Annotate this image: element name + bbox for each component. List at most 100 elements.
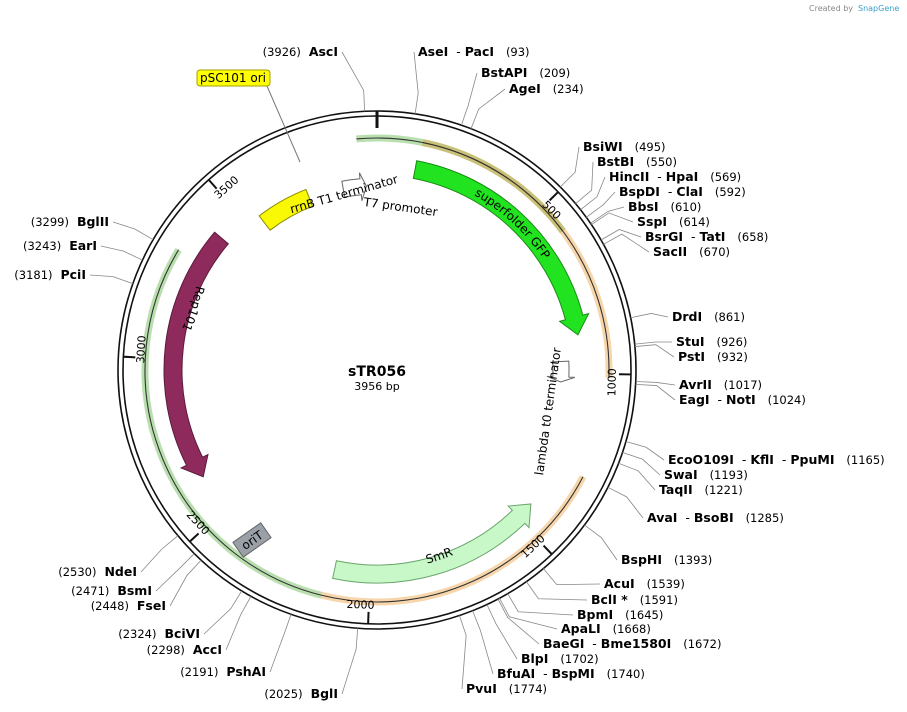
restriction-site[interactable]: SacII (670): [603, 233, 730, 259]
site-enzyme: BglII: [77, 214, 109, 229]
restriction-site[interactable]: AcuI (1539): [543, 568, 685, 591]
feature-rrnb-arrow: [258, 188, 314, 231]
site-enzyme: SwaI: [664, 467, 698, 482]
restriction-site[interactable]: BstAPI (209): [461, 65, 570, 126]
psc101-box: [196, 69, 271, 87]
restriction-site[interactable]: BspHI (1393): [584, 524, 712, 567]
site-label: ApaLI (1668): [561, 621, 651, 636]
site-leader: [461, 72, 478, 126]
site-enzyme: TatI: [699, 229, 725, 244]
restriction-site[interactable]: EagI - NotI (1024): [635, 383, 806, 407]
site-position: (1702): [560, 652, 598, 666]
restriction-site[interactable]: (2324) BciVI: [118, 590, 243, 641]
plasmid-name: sTR056: [348, 364, 406, 380]
restriction-site[interactable]: ApaLI (1668): [499, 598, 651, 636]
restriction-site[interactable]: BbsI (610): [590, 199, 701, 224]
site-enzyme: BclI *: [591, 592, 628, 607]
psc101-leader: [266, 85, 301, 163]
site-leader: [560, 146, 580, 188]
site-enzyme: HpaI: [666, 169, 699, 184]
site-position: (1221): [705, 483, 743, 497]
site-label: (3926) AscI: [263, 44, 338, 59]
restriction-site[interactable]: (2298) AccI: [147, 596, 252, 657]
restriction-site[interactable]: SspI (614): [591, 212, 710, 229]
site-label: AvaI - BsoBI (1285): [647, 510, 784, 525]
site-leader: [618, 462, 656, 491]
restriction-site[interactable]: AseI - PacI (93): [413, 44, 530, 114]
site-enzyme: PpuMI: [790, 452, 834, 467]
site-position: (932): [717, 350, 748, 364]
site-enzyme: AccI: [193, 642, 222, 657]
site-label: HincII - HpaI (569): [609, 169, 741, 184]
site-enzyme: EagI: [679, 392, 710, 407]
site-leader: [341, 51, 366, 112]
restriction-site[interactable]: (2471) BsmI: [71, 553, 195, 598]
site-label: AseI - PacI (93): [418, 44, 530, 59]
site-enzyme: EcoO109I: [668, 452, 734, 467]
restriction-site[interactable]: (2530) NdeI: [58, 535, 179, 579]
site-leader: [89, 274, 133, 285]
site-label: (2025) BglI: [264, 686, 338, 701]
restriction-site[interactable]: BsiWI (495): [560, 139, 666, 188]
tick-label: 2000: [346, 598, 374, 612]
restriction-site[interactable]: AvaI - BsoBI (1285): [607, 486, 784, 525]
site-enzyme: PvuI: [466, 681, 497, 696]
site-leader: [635, 383, 676, 401]
restriction-site[interactable]: (3181) PciI: [14, 267, 133, 285]
restriction-site[interactable]: PstI (932): [634, 344, 748, 364]
restriction-site[interactable]: AgeI (234): [470, 81, 584, 129]
restriction-site[interactable]: (3299) BglII: [31, 214, 154, 241]
restriction-site[interactable]: TaqII (1221): [618, 462, 743, 497]
restriction-site[interactable]: DrdI (861): [630, 309, 745, 324]
site-leader: [607, 486, 644, 519]
site-enzyme: SspI: [637, 214, 667, 229]
site-position: (614): [679, 215, 710, 229]
credit-prefix: Created by: [809, 4, 853, 13]
site-label: BspDI - ClaI (592): [619, 184, 746, 199]
restriction-site[interactable]: StuI (926): [634, 334, 748, 349]
site-enzyme: AgeI: [509, 81, 541, 96]
site-position: (495): [635, 140, 666, 154]
restriction-site[interactable]: (2448) FseI: [91, 559, 202, 613]
restriction-site[interactable]: BfuAI - BspMI (1740): [472, 610, 645, 681]
site-leader: [497, 598, 540, 645]
site-enzyme: StuI: [676, 334, 705, 349]
site-enzyme: TaqII: [659, 482, 693, 497]
restriction-site[interactable]: PvuI (1774): [459, 615, 547, 696]
site-position: (1024): [768, 393, 806, 407]
site-leader: [584, 524, 618, 561]
restriction-site[interactable]: BclI * (1591): [526, 581, 678, 607]
restriction-site[interactable]: SwaI (1193): [622, 452, 748, 482]
tick-mark: [207, 179, 218, 190]
site-label: (3243) EarI: [23, 238, 97, 253]
restriction-site[interactable]: BpmI (1645): [507, 593, 664, 622]
feature-smr-arrow: [332, 503, 532, 584]
site-enzyme: BstBI: [597, 154, 634, 169]
restriction-site[interactable]: (3926) AscI: [263, 44, 366, 112]
site-leader: [585, 191, 616, 218]
restriction-site[interactable]: (3243) EarI: [23, 238, 143, 261]
site-leader: [634, 344, 675, 358]
site-label: BspHI (1393): [621, 552, 712, 567]
orit-rect: [232, 522, 272, 558]
restriction-site[interactable]: BsrGI - TatI (658): [600, 229, 768, 244]
restriction-site[interactable]: EcoO109I - KflI - PpuMI (1165): [625, 441, 885, 467]
restriction-site[interactable]: (2191) PshAI: [180, 614, 292, 679]
restriction-site[interactable]: AvrII (1017): [635, 377, 762, 392]
site-leader: [630, 313, 669, 319]
site-leader: [269, 614, 292, 673]
site-enzyme: ApaLI: [561, 621, 601, 636]
restriction-site[interactable]: BlpI (1702): [486, 604, 599, 666]
site-leader: [591, 212, 634, 226]
site-label: BlpI (1702): [521, 651, 599, 666]
site-label: BbsI (610): [628, 199, 701, 214]
site-position: (1193): [710, 468, 748, 482]
restriction-site[interactable]: HincII - HpaI (569): [580, 169, 741, 211]
restriction-site[interactable]: BspDI - ClaI (592): [585, 184, 746, 218]
restriction-site[interactable]: (2025) BglI: [264, 628, 359, 701]
restriction-site[interactable]: BaeGI - Bme1580I (1672): [497, 598, 721, 651]
site-enzyme: SacII: [653, 244, 687, 259]
restriction-site[interactable]: BstBI (550): [575, 154, 677, 204]
site-leader: [459, 615, 467, 690]
